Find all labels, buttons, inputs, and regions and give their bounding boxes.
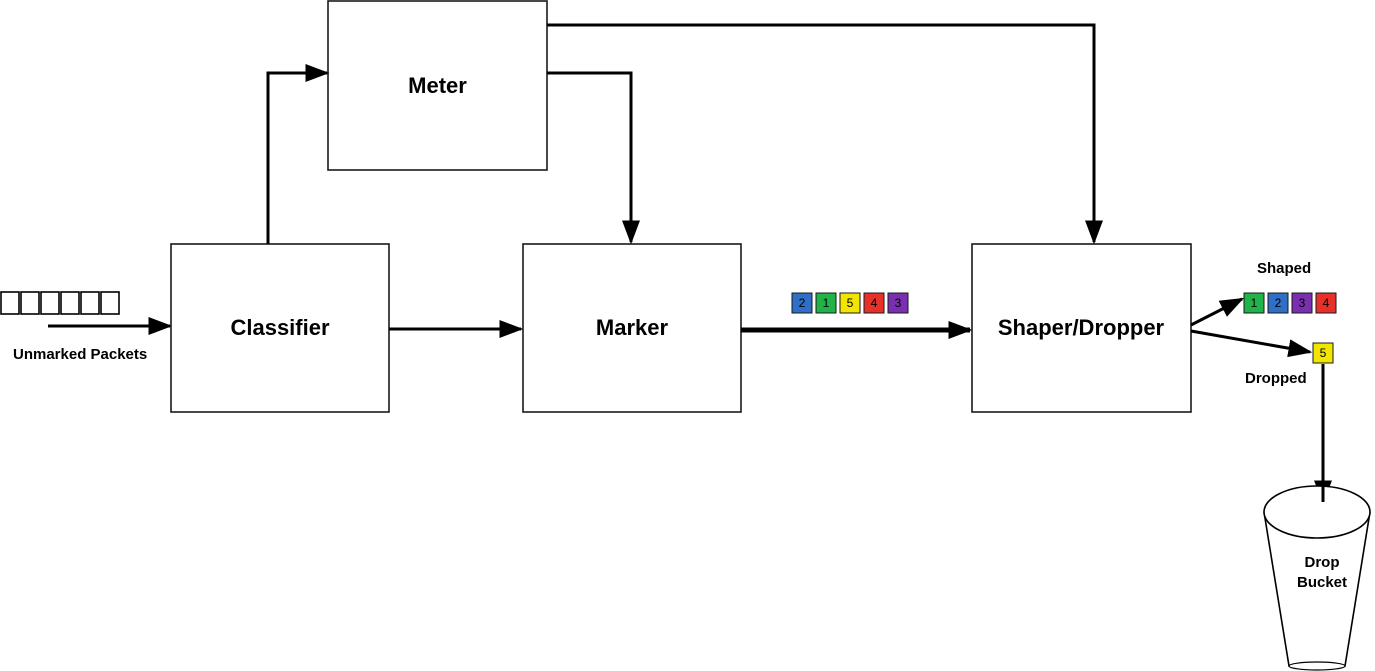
dropped-packets: 5 (1312, 342, 1334, 364)
packet-5 (1312, 342, 1334, 364)
packet-4 (1315, 292, 1337, 314)
meter-to-shaper-arrow (547, 23, 1103, 245)
packet-number: 3 (895, 296, 902, 310)
packet-number: 4 (1323, 296, 1330, 310)
packet-number: 5 (847, 296, 854, 310)
marker-label: Marker (596, 315, 669, 340)
packet-2 (791, 292, 813, 314)
bucket-base (1288, 661, 1346, 671)
packet-1 (815, 292, 837, 314)
packet-number: 1 (823, 296, 830, 310)
marked-packets: 2 1 5 4 3 (791, 292, 909, 314)
drop-bucket-label-line2: Bucket (1297, 574, 1347, 591)
packet-4 (863, 292, 885, 314)
dropped-label: Dropped (1245, 370, 1307, 387)
bucket-rim (1263, 485, 1371, 539)
meter-to-marker-arrow (547, 71, 640, 245)
classifier-to-meter-arrow (266, 64, 330, 244)
packet-number: 3 (1299, 296, 1306, 310)
meter-block (327, 0, 548, 171)
packet-3 (887, 292, 909, 314)
drop-bucket-label-line1: Drop (1305, 554, 1340, 571)
packet-2 (1267, 292, 1289, 314)
classifier-label: Classifier (230, 315, 329, 340)
shaped-arrow (1190, 297, 1245, 327)
classifier-block (170, 243, 390, 413)
unmarked-packet (40, 291, 60, 315)
packet-number: 4 (871, 296, 878, 310)
packet-5 (839, 292, 861, 314)
packet-number: 5 (1320, 346, 1327, 360)
packet-number: 2 (799, 296, 806, 310)
unmarked-packet (80, 291, 100, 315)
shaped-label: Shaped (1257, 260, 1311, 277)
shaper-dropper-label: Shaper/Dropper (998, 315, 1165, 340)
unmarked-packet (100, 291, 120, 315)
unmarked-packets (0, 291, 120, 315)
shaped-packets: 1 2 3 4 (1243, 292, 1337, 314)
packet-1 (1243, 292, 1265, 314)
unmarked-packets-label: Unmarked Packets (13, 346, 147, 363)
drop-bucket: Drop Bucket (1263, 478, 1371, 671)
packet-3 (1291, 292, 1313, 314)
meter-label: Meter (408, 73, 467, 98)
unmarked-packet (20, 291, 40, 315)
unmarked-packet (60, 291, 80, 315)
unmarked-packet (0, 291, 20, 315)
marker-block (522, 243, 742, 413)
packet-number: 1 (1251, 296, 1258, 310)
packet-number: 2 (1275, 296, 1282, 310)
dropped-arrow (1190, 329, 1313, 358)
shaper-dropper-block (971, 243, 1192, 413)
